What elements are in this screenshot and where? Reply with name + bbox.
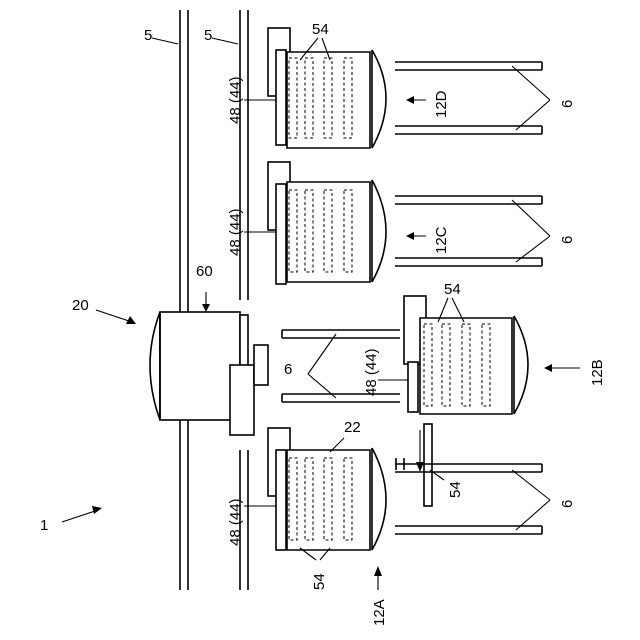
label-48-d: 48 (44) <box>227 76 244 124</box>
label-54-a: 54 <box>311 573 328 590</box>
label-22: 22 <box>344 419 361 436</box>
label-54-b: 54 <box>444 281 461 298</box>
unit-12a <box>268 428 542 550</box>
label-5-right: 5 <box>204 27 212 44</box>
heater-54-transfer <box>396 424 432 506</box>
label-12c: 12C <box>433 226 450 254</box>
unit-12c <box>268 162 542 284</box>
label-6-b: 6 <box>284 361 292 378</box>
label-12b: 12B <box>589 359 606 386</box>
label-12d: 12D <box>433 90 450 118</box>
label-12a: 12A <box>371 599 388 626</box>
label-48-a: 48 (44) <box>227 498 244 546</box>
label-6-c: 6 <box>559 236 576 244</box>
label-6-d: 6 <box>559 100 576 108</box>
label-54-top: 54 <box>312 21 329 38</box>
label-48-b: 48 (44) <box>363 348 380 396</box>
label-60: 60 <box>196 263 213 280</box>
label-6-a: 6 <box>559 500 576 508</box>
label-48-c: 48 (44) <box>227 208 244 256</box>
label-20: 20 <box>72 297 89 314</box>
unit-12b <box>282 296 528 414</box>
unit-12d <box>268 28 542 148</box>
label-54-a-mid: 54 <box>447 481 464 498</box>
label-1: 1 <box>40 517 48 534</box>
label-5-left: 5 <box>144 27 152 44</box>
rail-left <box>180 10 188 590</box>
device-20 <box>150 300 268 435</box>
